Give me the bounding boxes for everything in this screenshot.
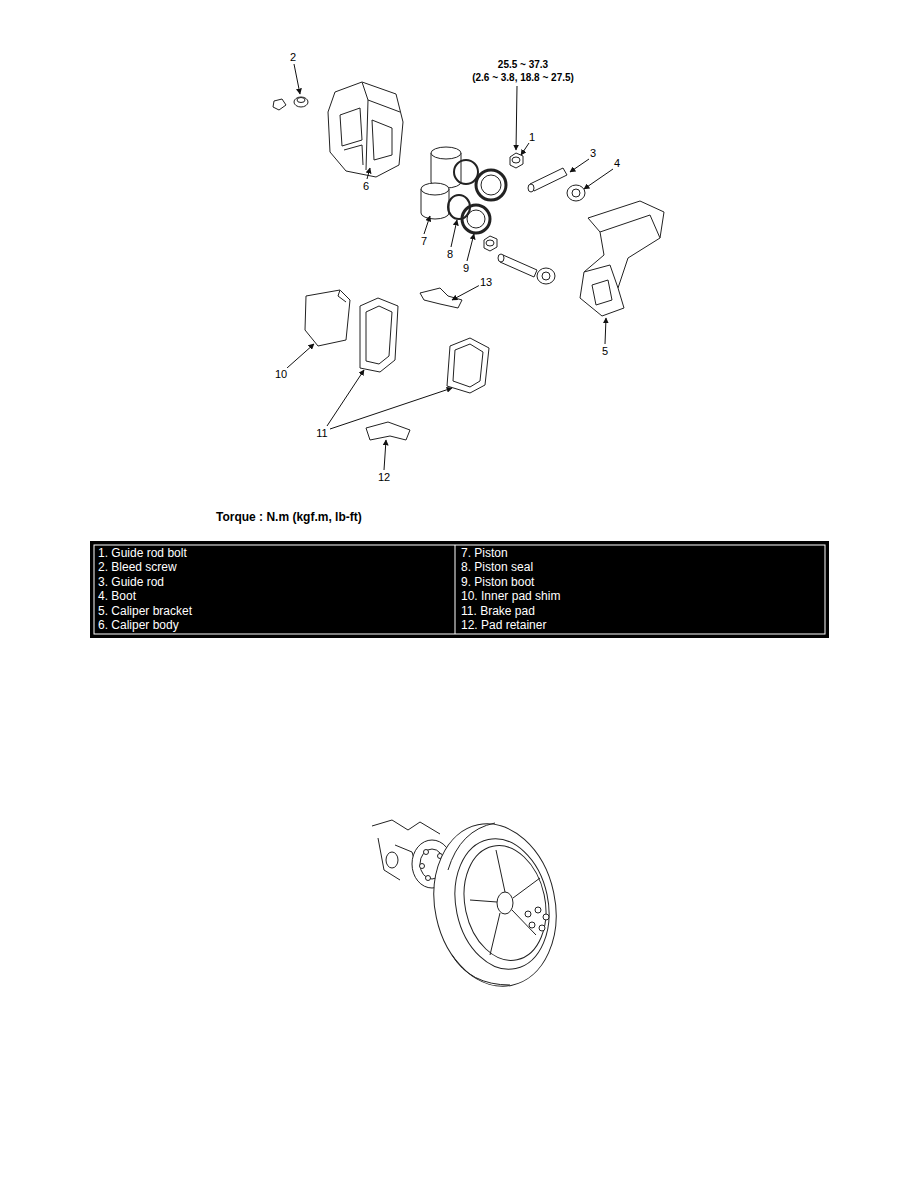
- parts-table: [90, 541, 829, 638]
- callout-number: 10: [274, 368, 288, 380]
- table-cell: 5. Caliper bracket: [98, 605, 192, 618]
- callout-number: 5: [601, 345, 609, 357]
- guide-rod-bolt: [484, 153, 523, 251]
- table-cell: 8. Piston seal: [461, 562, 533, 575]
- guide-rod: [498, 168, 567, 277]
- piston-boot: [462, 170, 506, 233]
- table-cell: 1. Guide rod bolt: [98, 547, 187, 560]
- pad-shim: [305, 290, 350, 346]
- callout-number: 12: [377, 471, 391, 483]
- table-cell: 9. Piston boot: [461, 576, 534, 589]
- callout-number: 7: [420, 235, 428, 247]
- pad-retainer: [366, 422, 410, 440]
- callout-number: 8: [446, 248, 454, 260]
- torque-value: (2.6 ~ 3.8, 18.8 ~ 27.5): [471, 72, 575, 83]
- callout-number: 11: [315, 427, 328, 439]
- table-cell: 10. Inner pad shim: [461, 591, 560, 604]
- caliper-bracket: [580, 201, 664, 316]
- torque-note: Torque : N.m (kgf.m, lb-ft): [216, 511, 362, 524]
- callout-number: 1: [528, 131, 536, 143]
- callout-number: 13: [479, 276, 493, 288]
- table-cell: 12. Pad retainer: [461, 619, 546, 632]
- callout-number: 6: [362, 180, 370, 192]
- table-cell: 6. Caliper body: [98, 619, 179, 632]
- table-cell: 3. Guide rod: [98, 576, 164, 589]
- brake-pad: [360, 298, 489, 393]
- caliper-body: [328, 82, 403, 177]
- table-cell: 11. Brake pad: [461, 605, 535, 618]
- wheel-illustration: [372, 812, 571, 997]
- bleed-screw: [273, 97, 308, 110]
- guide-rod-boot: [537, 185, 585, 284]
- callout-number: 4: [613, 157, 621, 169]
- callout-number: 2: [289, 51, 297, 63]
- torque-value: 25.5 ~ 37.3: [497, 59, 549, 70]
- leader-lines: [287, 64, 613, 470]
- piston: [421, 147, 461, 219]
- callout-number: 9: [462, 262, 470, 274]
- table-cell: 2. Bleed screw: [98, 562, 177, 575]
- table-cell: 4. Boot: [98, 591, 136, 604]
- callout-number: 3: [589, 147, 597, 159]
- table-cell: 7. Piston: [461, 547, 508, 560]
